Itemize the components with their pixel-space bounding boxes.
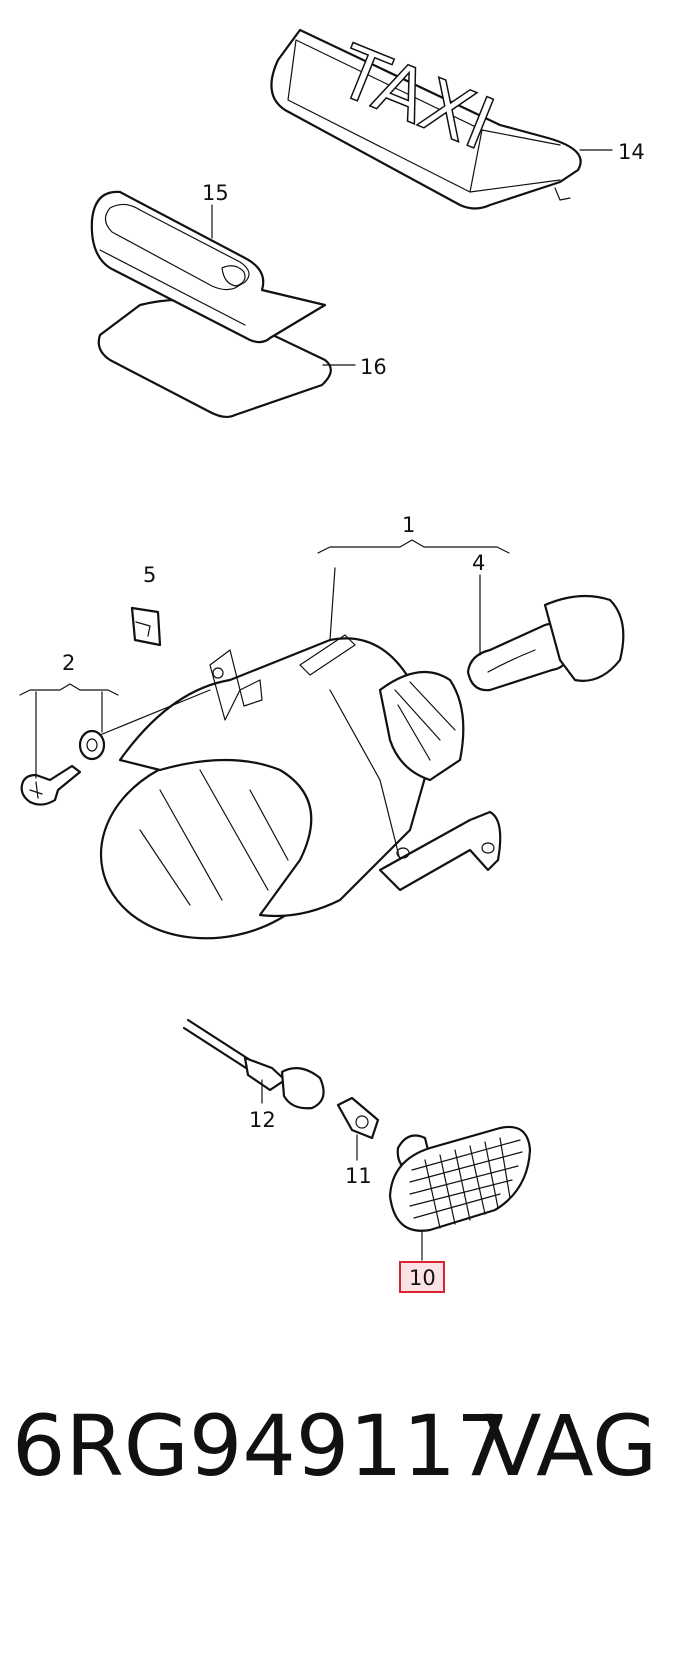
screw-and-washer (20, 729, 106, 806)
side-marker-lamp (388, 1125, 532, 1232)
callout-5: 5 (143, 563, 156, 587)
callout-12: 12 (249, 1108, 276, 1132)
callout-4: 4 (472, 551, 485, 575)
callout-10: 10 (409, 1266, 436, 1290)
callout-16: 16 (360, 355, 387, 379)
callout-2-bracket (19, 683, 119, 696)
fog-lamp-assembly (99, 567, 502, 940)
callout-15: 15 (202, 181, 229, 205)
spring-clip (130, 606, 162, 647)
taxi-sign: TAXI (270, 28, 582, 210)
h11-bulb (466, 594, 625, 692)
callout-1-bracket (317, 539, 510, 554)
callout-14: 14 (618, 140, 645, 164)
wedge-bulb (336, 1096, 380, 1140)
license-lamp (90, 190, 332, 419)
callout-10-highlight (399, 1261, 445, 1293)
callout-2: 2 (62, 651, 75, 675)
callout-11: 11 (345, 1164, 372, 1188)
bulb-holder-with-wire (182, 1018, 325, 1110)
part-number: 6RG949117 (12, 1397, 510, 1495)
brand-name: VAG (484, 1397, 657, 1495)
callout-1: 1 (402, 513, 415, 537)
